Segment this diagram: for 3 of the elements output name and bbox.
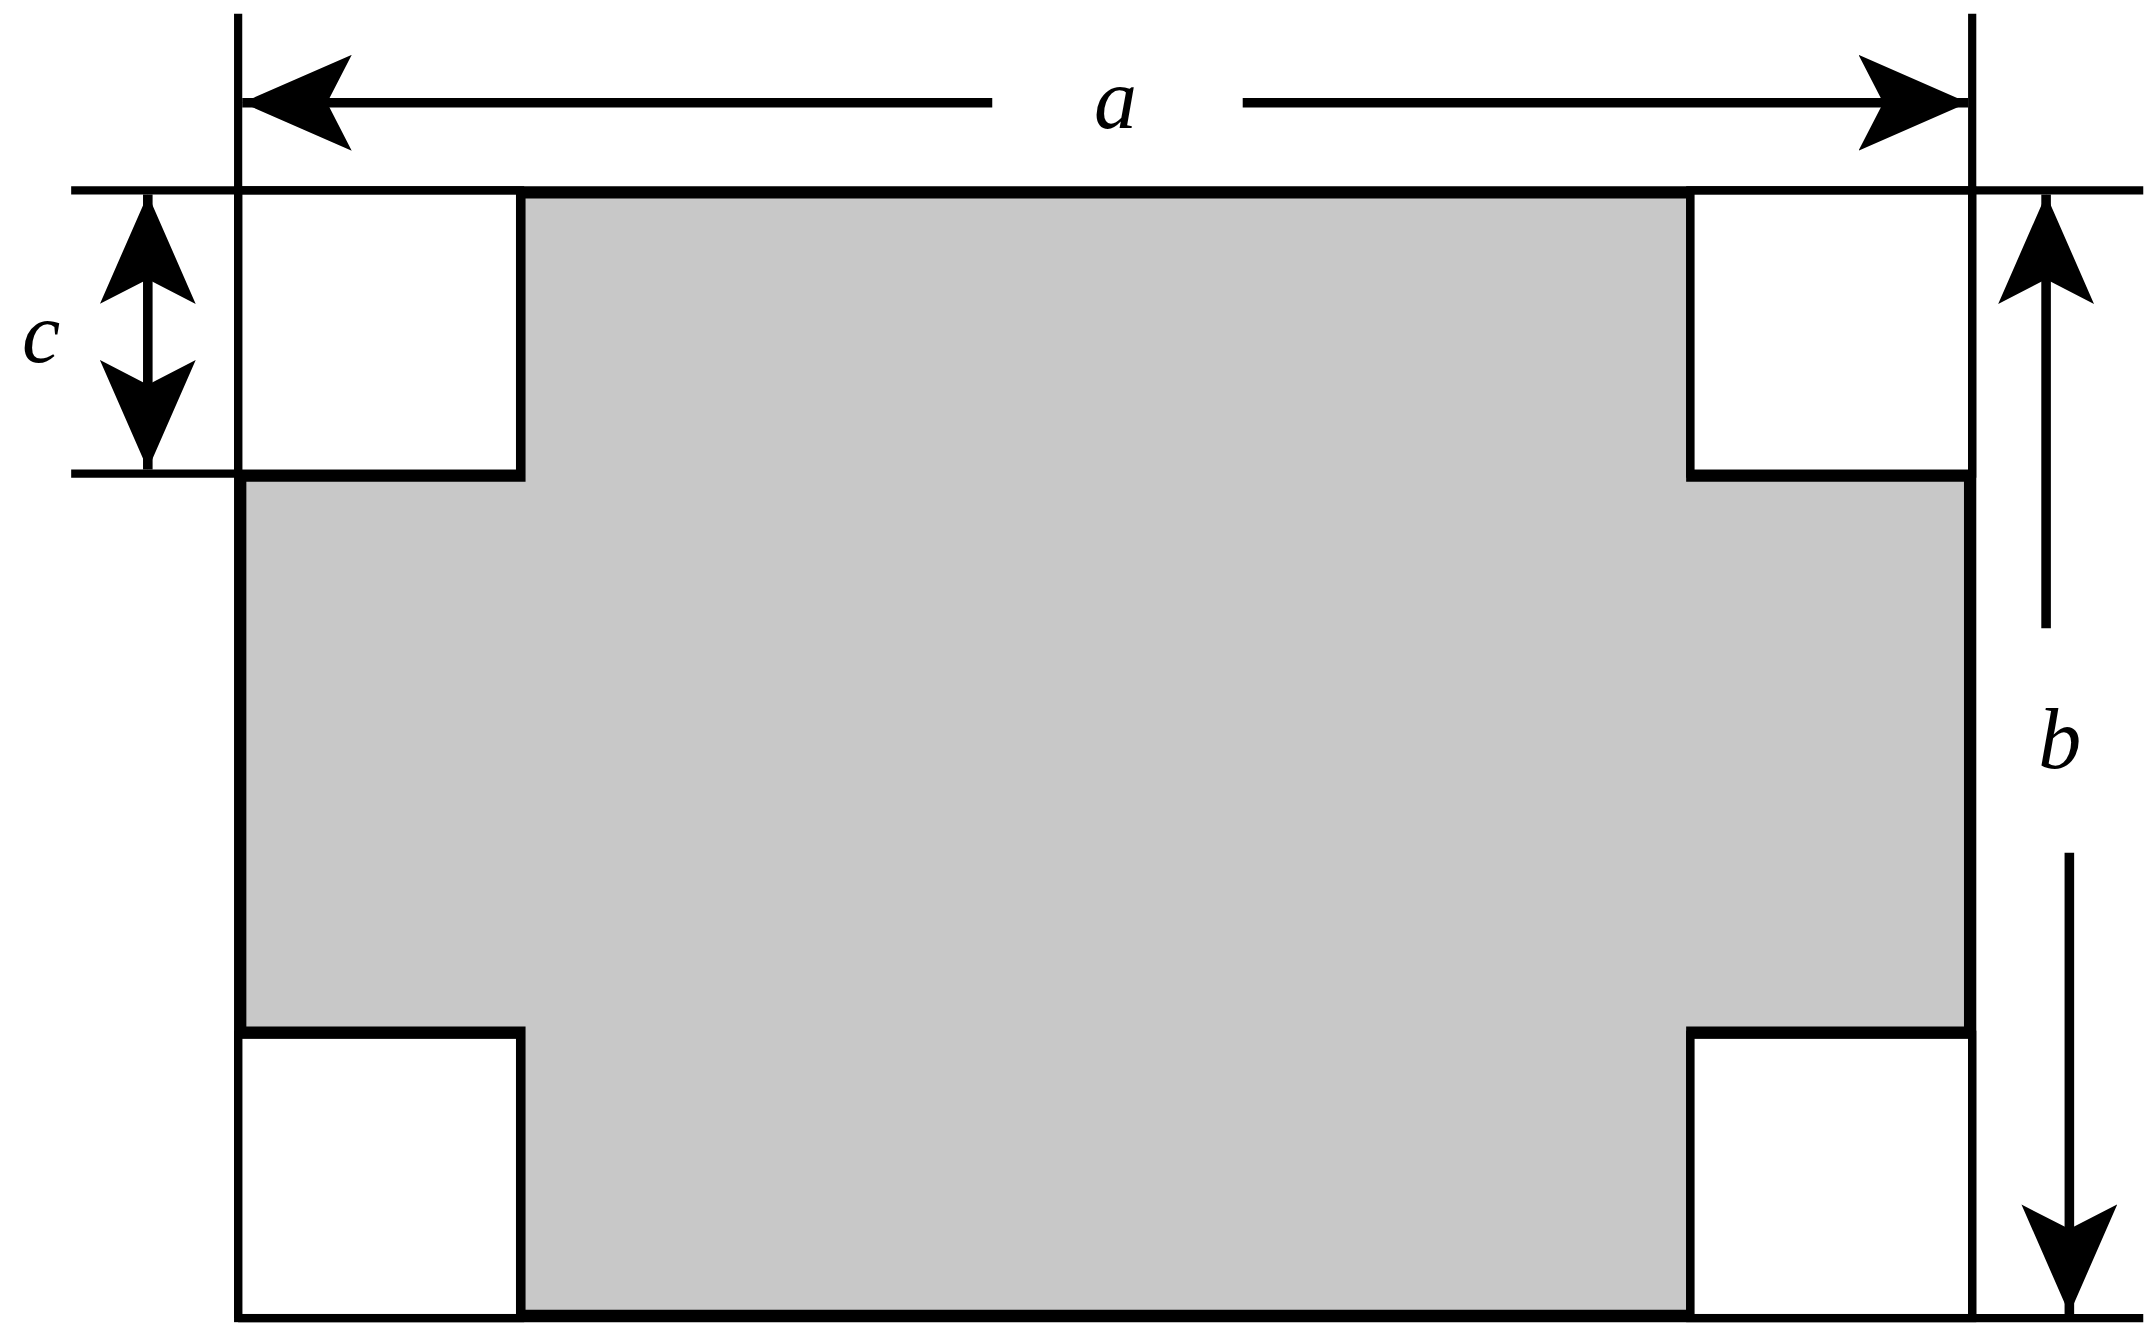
dimension-label: b — [2038, 696, 2082, 783]
dimension-label: c — [21, 289, 61, 376]
dimension-label: a — [1093, 55, 1137, 142]
